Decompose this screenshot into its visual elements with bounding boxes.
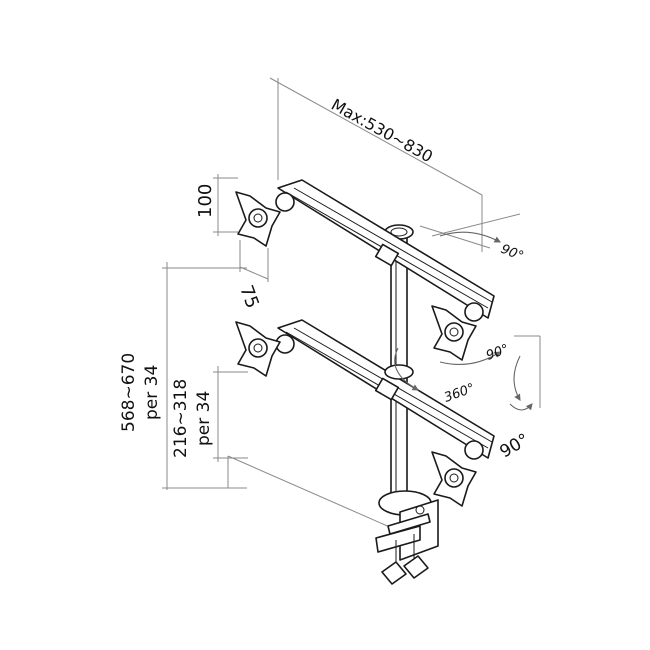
desk-clamp xyxy=(375,490,439,585)
dimension-lines xyxy=(162,77,521,529)
pole-step-label: per 34 xyxy=(142,365,162,420)
rotation-label: 360° xyxy=(442,381,477,406)
tier-height-label: 216~318 xyxy=(171,379,191,458)
upper-arm xyxy=(275,179,495,322)
pole-height-label: 568~670 xyxy=(119,353,139,432)
vesa-plate-bottom-right xyxy=(431,451,477,507)
vesa-width-label: 75 xyxy=(235,283,263,312)
tilt-mid-label: 90° xyxy=(484,342,511,364)
vesa-plate-bottom-left xyxy=(235,321,281,377)
lower-arm xyxy=(275,319,495,460)
vesa-height-label: 100 xyxy=(195,184,216,218)
vesa-plate-top-right xyxy=(431,305,477,361)
vesa-plate-top-left xyxy=(235,191,281,247)
tilt-bottom-label: 90° xyxy=(497,430,533,462)
rotation-indicators xyxy=(394,231,541,411)
tilt-top-label: 90° xyxy=(499,242,526,265)
arm-length-label: Max:530~830 xyxy=(328,95,436,166)
tier-step-label: per 34 xyxy=(194,391,214,446)
